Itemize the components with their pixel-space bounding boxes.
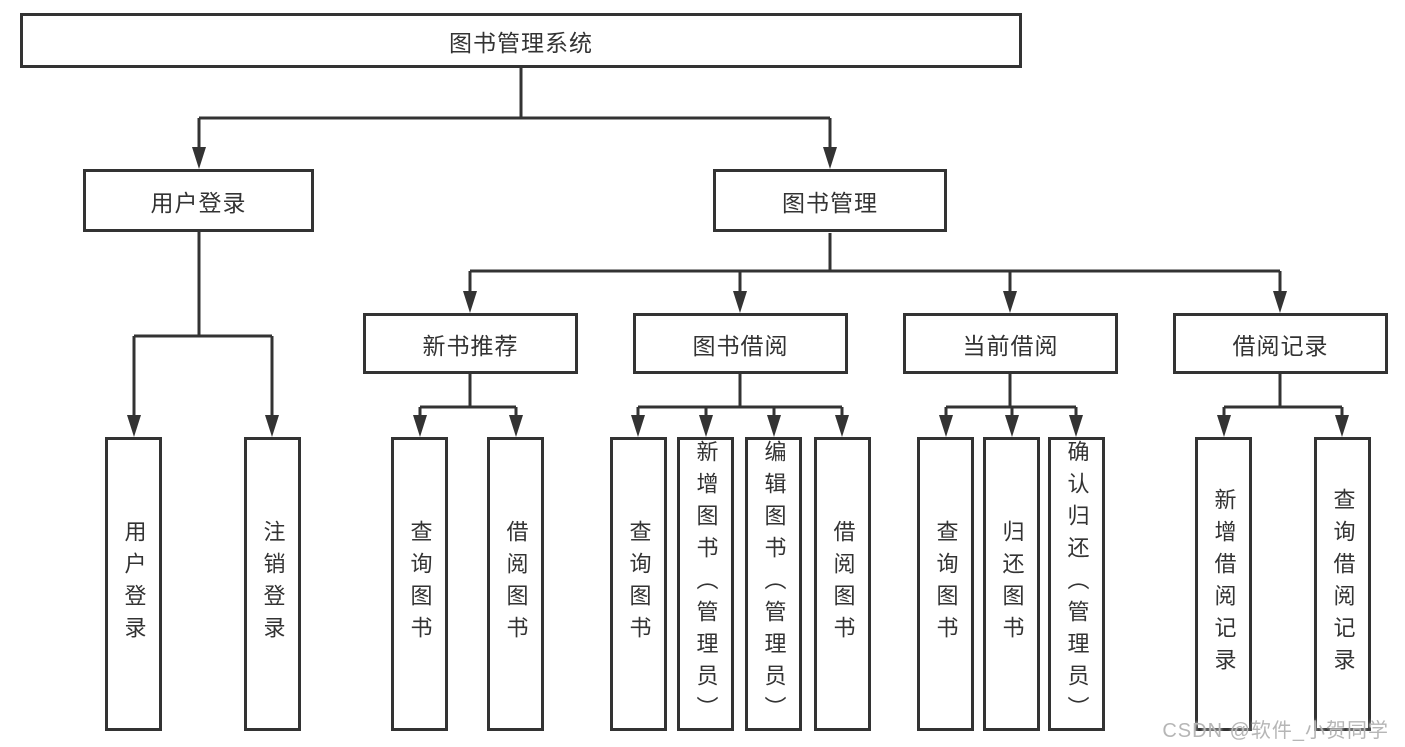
node-confirm-return-admin: 确认归还（管理员） [1048, 437, 1105, 731]
node-label: 查询图书 [933, 520, 959, 648]
node-new-book-recommend: 新书推荐 [363, 313, 578, 374]
node-label: 借阅图书 [503, 520, 529, 648]
node-label: 查询图书 [626, 520, 652, 648]
node-book-borrowing: 图书借阅 [633, 313, 848, 374]
node-user-login-action: 用户登录 [105, 437, 162, 731]
node-borrowing-query-books: 查询图书 [610, 437, 667, 731]
node-logout: 注销登录 [244, 437, 301, 731]
node-label: 查询图书 [407, 520, 433, 648]
node-current-query-books: 查询图书 [917, 437, 974, 731]
node-book-management: 图书管理 [713, 169, 947, 232]
node-edit-books-admin: 编辑图书（管理员） [745, 437, 802, 731]
node-library-management-system: 图书管理系统 [20, 13, 1022, 68]
node-label: 确认归还（管理员） [1064, 440, 1090, 728]
node-recommend-borrow-books: 借阅图书 [487, 437, 544, 731]
connector-path [132, 68, 1344, 419]
node-label: 新增图书（管理员） [693, 440, 719, 728]
node-label: 查询借阅记录 [1330, 488, 1356, 680]
node-current-borrowing: 当前借阅 [903, 313, 1118, 374]
arrowhead-icons [127, 147, 1349, 437]
node-label: 编辑图书（管理员） [761, 440, 787, 728]
node-borrowing-borrow-books: 借阅图书 [814, 437, 871, 731]
node-label: 归还图书 [999, 520, 1025, 648]
node-query-borrow-record: 查询借阅记录 [1314, 437, 1371, 731]
node-label: 用户登录 [121, 520, 147, 648]
node-borrowing-records: 借阅记录 [1173, 313, 1388, 374]
node-recommend-query-books: 查询图书 [391, 437, 448, 731]
node-return-books: 归还图书 [983, 437, 1040, 731]
node-label: 注销登录 [260, 520, 286, 648]
node-label: 借阅图书 [830, 520, 856, 648]
node-add-books-admin: 新增图书（管理员） [677, 437, 734, 731]
node-label: 新增借阅记录 [1211, 488, 1237, 680]
node-add-borrow-record: 新增借阅记录 [1195, 437, 1252, 731]
watermark: CSDN @软件_小贺同学 [1162, 720, 1389, 742]
node-user-login: 用户登录 [83, 169, 314, 232]
